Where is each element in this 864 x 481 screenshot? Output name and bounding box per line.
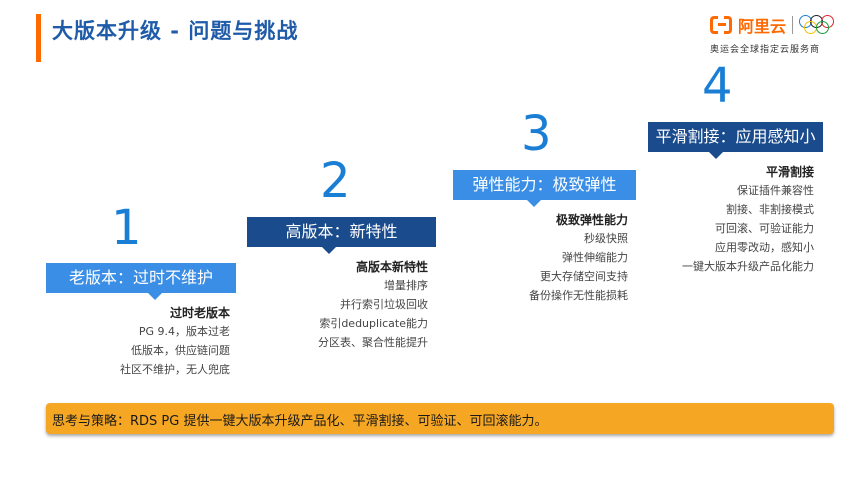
list-item: 增量排序 — [384, 279, 428, 292]
step-4-heading: 平滑割接 — [765, 165, 814, 179]
list-item: 社区不维护，无人兜底 — [120, 363, 230, 376]
step-2-pointer — [322, 247, 336, 254]
list-item: 弹性伸缩能力 — [562, 251, 628, 264]
list-item: 索引deduplicate能力 — [319, 317, 428, 330]
list-item: PG 9.4，版本过老 — [138, 325, 230, 338]
step-1-heading: 过时老版本 — [169, 306, 230, 320]
olympic-rings-icon — [799, 14, 845, 36]
list-item: 可回滚、可验证能力 — [715, 222, 814, 235]
step-3-heading: 极致弹性能力 — [555, 213, 628, 227]
list-item: 低版本，供应链问题 — [131, 344, 230, 357]
step-4-items: 保证插件兼容性 割接、非割接模式 可回滚、可验证能力 应用零改动，感知小 一键大… — [682, 181, 814, 276]
list-item: 并行索引垃圾回收 — [340, 298, 428, 311]
step-2-items: 增量排序 并行索引垃圾回收 索引deduplicate能力 分区表、聚合性能提升 — [318, 276, 428, 352]
logo-name: 阿里云 — [738, 17, 787, 36]
step-1-items: PG 9.4，版本过老 低版本，供应链问题 社区不维护，无人兜底 — [120, 322, 230, 379]
list-item: 应用零改动，感知小 — [715, 241, 814, 254]
step-2-label: 高版本：新特性 — [247, 217, 436, 247]
strategy-banner: 思考与策略：RDS PG 提供一键大版本升级产品化、平滑割接、可验证、可回滚能力… — [46, 403, 834, 434]
title-accent-bar — [36, 14, 41, 62]
strategy-text: 思考与策略：RDS PG 提供一键大版本升级产品化、平滑割接、可验证、可回滚能力… — [52, 414, 548, 429]
aliyun-logo: 阿里云 奥运会全球指定云服务商 — [710, 12, 852, 56]
step-2-number: 2 — [320, 153, 351, 209]
list-item: 分区表、聚合性能提升 — [318, 336, 428, 349]
step-1-pointer — [148, 293, 162, 300]
step-4-pointer — [709, 152, 723, 159]
step-4-label: 平滑割接：应用感知小 — [648, 122, 823, 152]
step-4-number: 4 — [702, 58, 733, 114]
logo-divider — [792, 16, 794, 34]
step-3-label: 弹性能力：极致弹性 — [453, 170, 636, 200]
step-3-pointer — [527, 200, 541, 207]
step-3-items: 秒级快照 弹性伸缩能力 更大存储空间支持 备份操作无性能损耗 — [529, 229, 628, 305]
list-item: 备份操作无性能损耗 — [529, 289, 628, 302]
logo-tagline: 奥运会全球指定云服务商 — [710, 45, 821, 55]
list-item: 保证插件兼容性 — [737, 184, 814, 197]
aliyun-logo-icon — [710, 16, 738, 34]
page-title: 大版本升级 - 问题与挑战 — [52, 19, 299, 43]
step-1-label: 老版本：过时不维护 — [46, 263, 236, 293]
step-1-number: 1 — [111, 200, 142, 256]
list-item: 割接、非割接模式 — [726, 203, 814, 216]
list-item: 一键大版本升级产品化能力 — [682, 260, 814, 273]
step-3-number: 3 — [521, 106, 552, 162]
step-2-heading: 高版本新特性 — [355, 260, 428, 274]
list-item: 秒级快照 — [584, 232, 628, 245]
list-item: 更大存储空间支持 — [540, 270, 628, 283]
